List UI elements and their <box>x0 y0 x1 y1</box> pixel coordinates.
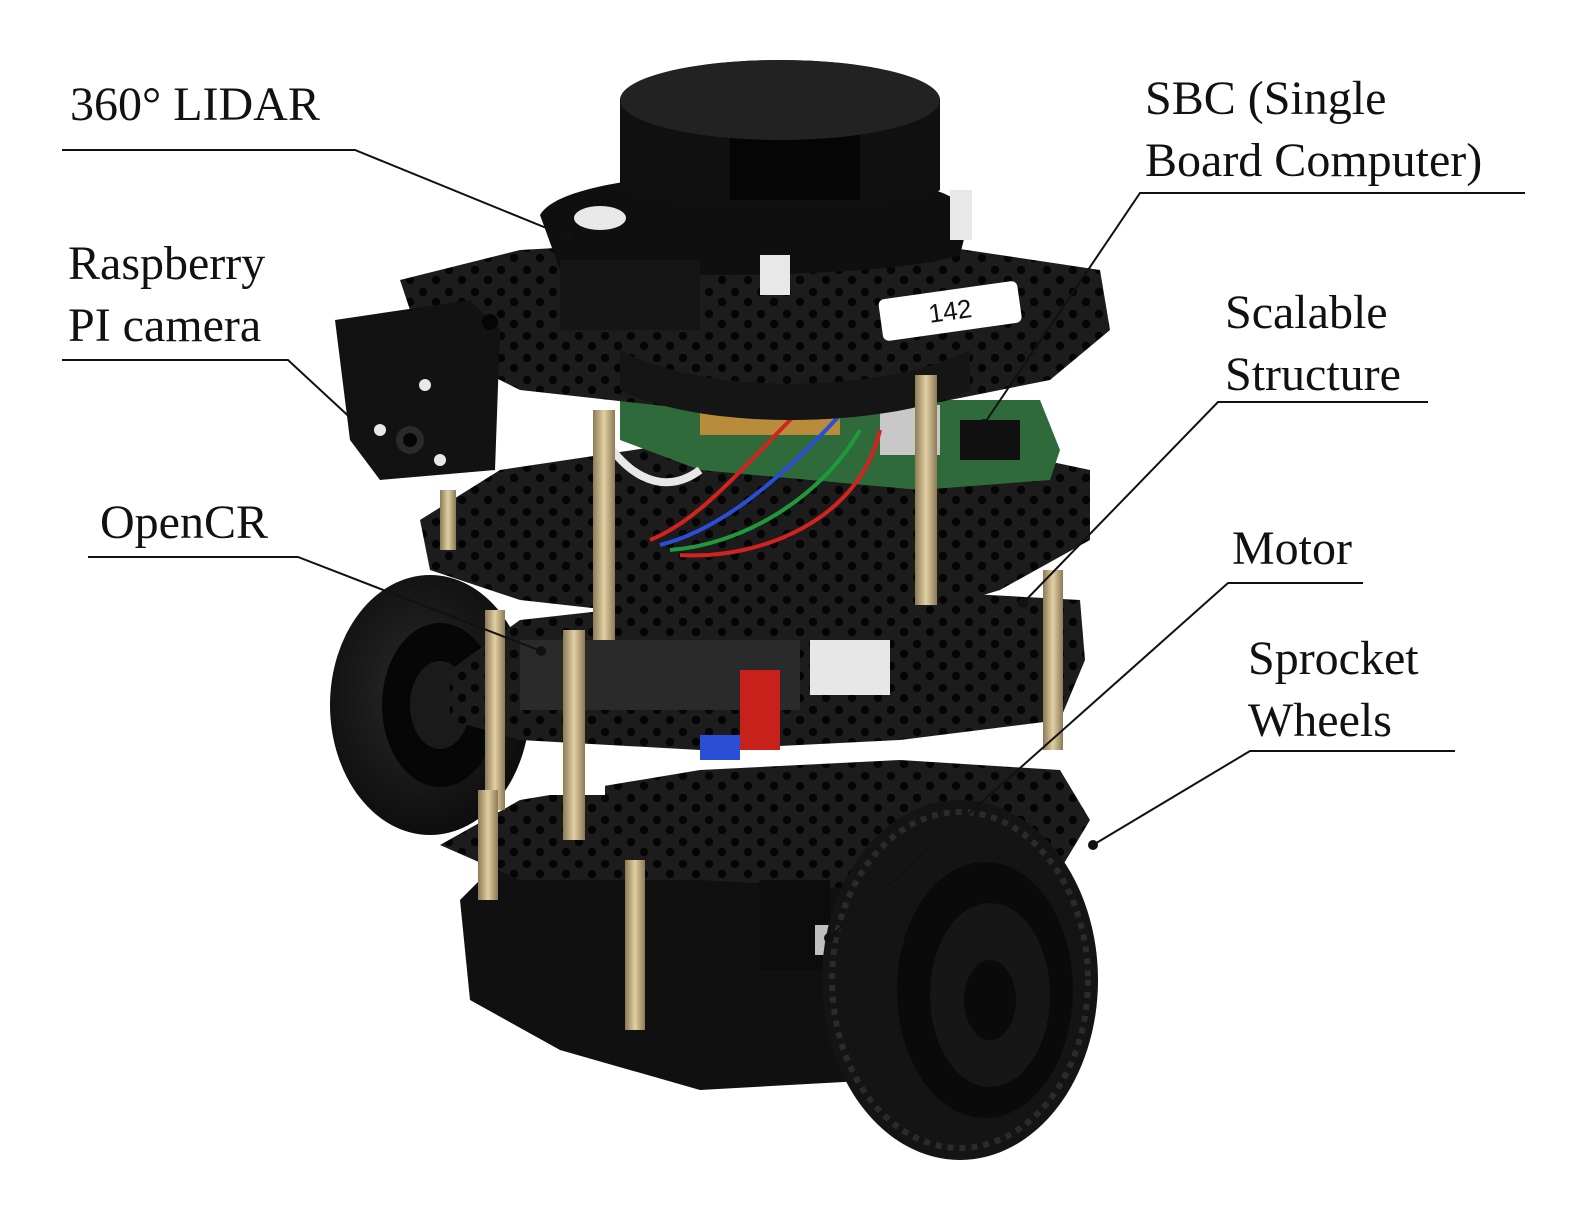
leader-opencr <box>88 556 542 652</box>
label-lidar: 360° LIDAR <box>70 74 320 136</box>
leader-sbc <box>983 192 1525 425</box>
label-motor: Motor <box>1232 518 1352 580</box>
label-motor-line1: Motor <box>1232 522 1352 575</box>
leader-structure <box>1022 401 1428 604</box>
label-lidar-line1: 360° LIDAR <box>70 78 320 131</box>
leader-motor <box>828 582 1363 939</box>
right-wheel <box>822 800 1098 1160</box>
leader-camera <box>62 359 357 424</box>
label-sbc: SBC (Single Board Computer) <box>1145 68 1482 192</box>
label-structure-line1: Scalable <box>1225 286 1388 339</box>
label-camera-line1: Raspberry <box>68 237 266 290</box>
label-sbc-line1: SBC (Single <box>1145 72 1387 125</box>
leader-dots <box>351 231 1098 943</box>
label-opencr-line1: OpenCR <box>100 496 268 549</box>
label-camera-line2: PI camera <box>68 299 262 352</box>
upper-plate <box>420 400 1090 620</box>
robot-illustration: 142 <box>330 60 1110 1160</box>
leader-lines <box>62 149 1525 939</box>
label-sbc-line2: Board Computer) <box>1145 134 1483 187</box>
label-camera: Raspberry PI camera <box>68 233 265 357</box>
camera-module <box>335 300 500 480</box>
label-structure: Scalable Structure <box>1225 282 1401 406</box>
label-wheels-line1: Sprocket <box>1248 632 1419 685</box>
label-wheels-line2: Wheels <box>1248 694 1392 747</box>
label-opencr: OpenCR <box>100 492 268 554</box>
leader-lidar <box>62 149 567 237</box>
label-wheels: Sprocket Wheels <box>1248 628 1419 752</box>
lidar-unit <box>540 60 972 330</box>
middle-plate <box>450 590 1085 795</box>
robot-sticker: 142 <box>927 293 974 329</box>
label-structure-line2: Structure <box>1225 348 1401 401</box>
leader-wheels <box>1092 750 1455 846</box>
